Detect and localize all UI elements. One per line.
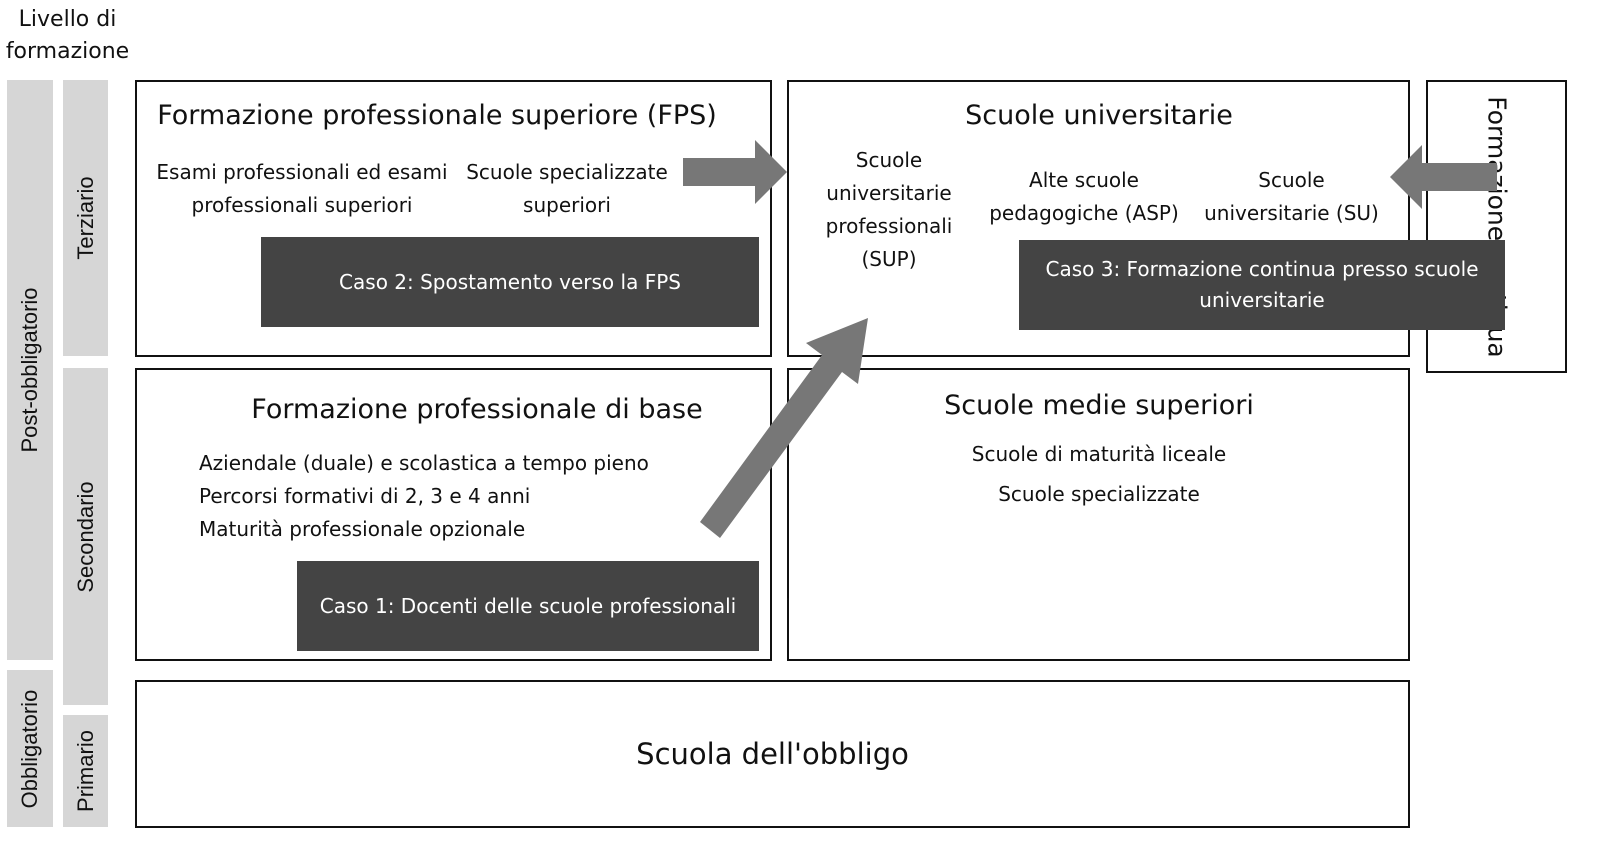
fps-item: Esami professionali ed esami professiona… — [156, 160, 448, 217]
univ-item: Scuole universitarie (SU) — [1204, 168, 1379, 225]
compulsory-school-box: Scuola dell'obbligo — [135, 680, 1410, 828]
base-line: Percorsi formativi di 2, 3 e 4 anni — [199, 484, 531, 508]
arrow-diagonal-icon — [700, 318, 868, 538]
case-2-label: Caso 2: Spostamento verso la FPS — [261, 237, 759, 327]
medie-title: Scuole medie superiori — [944, 390, 1254, 421]
medie-line: Scuole specializzate — [998, 482, 1200, 506]
upper-secondary-box: Scuole medie superiori Scuole di maturit… — [787, 368, 1410, 661]
arrow-right-icon — [683, 140, 787, 204]
base-line: Aziendale (duale) e scolastica a tempo p… — [199, 451, 649, 475]
obbligo-label: Scuola dell'obbligo — [636, 737, 909, 771]
case-3-label: Caso 3: Formazione continua presso scuol… — [1019, 240, 1505, 330]
base-title: Formazione professionale di base — [251, 394, 703, 425]
level-obbligatorio: Obbligatorio — [7, 670, 53, 827]
fps-item: Scuole specializzate superiori — [466, 160, 668, 217]
univ-item: Scuole universitarie professionali (SUP) — [825, 148, 953, 271]
base-line: Maturità professionale opzionale — [199, 517, 526, 541]
univ-title: Scuole universitarie — [965, 100, 1233, 131]
level-post-obbligatorio: Post-obbligatorio — [7, 80, 53, 660]
arrow-left-icon — [1390, 145, 1497, 209]
level-primario: Primario — [63, 715, 108, 827]
medie-line: Scuole di maturità liceale — [971, 442, 1227, 466]
fps-title: Formazione professionale superiore (FPS) — [157, 100, 717, 131]
case-1-label: Caso 1: Docenti delle scuole professiona… — [297, 561, 759, 651]
univ-item: Alte scuole pedagogiche (ASP) — [989, 168, 1179, 225]
level-secondario: Secondario — [63, 368, 108, 705]
axis-title: Livello di formazione — [5, 7, 130, 64]
level-terziario: Terziario — [63, 80, 108, 356]
